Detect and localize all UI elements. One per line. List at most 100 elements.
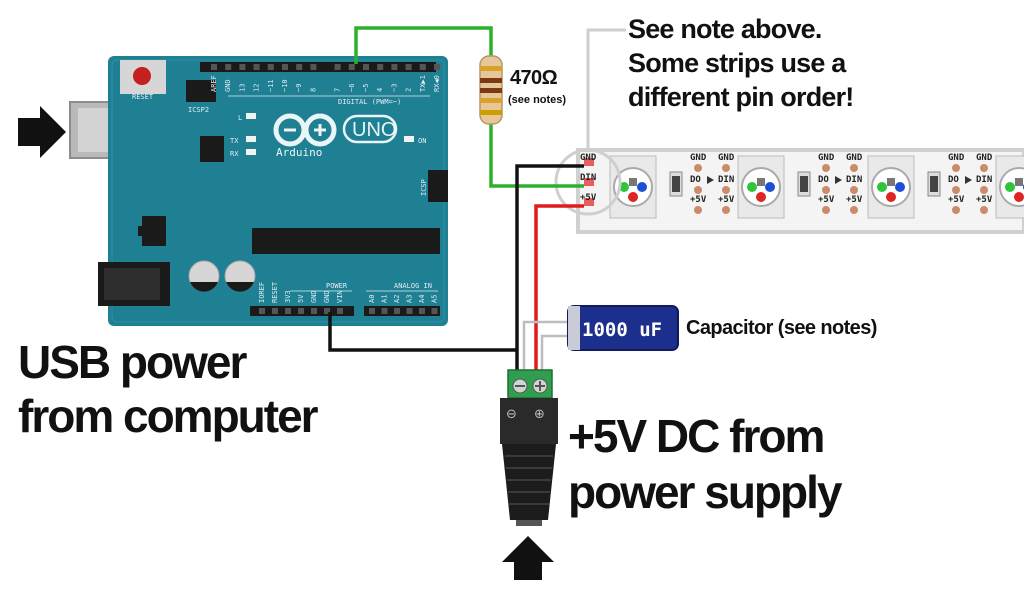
blue-led-die <box>637 182 647 192</box>
digital-pin-label: 2 <box>405 88 413 92</box>
solder-pad <box>850 164 858 172</box>
solder-pad <box>694 206 702 214</box>
note-leader-line <box>586 28 626 150</box>
analog-header <box>364 306 440 316</box>
strip-pad-label: GND <box>976 153 993 163</box>
resistor <box>479 55 503 125</box>
led-l <box>246 113 256 119</box>
analog-pin-label: A3 <box>406 295 414 303</box>
icsp-label: ICSP <box>420 179 428 196</box>
strip-pad-label: DIN <box>718 175 734 185</box>
digital-pin-label: ~9 <box>295 84 303 92</box>
power-wire <box>534 204 584 372</box>
led-l-label: L <box>238 114 242 122</box>
digital-pin-hole <box>334 64 341 70</box>
strip-pad-label: DO <box>690 175 701 185</box>
strip-pad-label: +5V <box>948 195 965 205</box>
digital-pin-label: 13 <box>238 84 246 92</box>
strip-pad-label: +5V <box>718 195 735 205</box>
solder-pad <box>722 164 730 172</box>
solder-pad <box>952 206 960 214</box>
digital-pin-hole <box>419 64 426 70</box>
strip-pin-din: DIN <box>580 173 596 183</box>
digital-pin-label: ~11 <box>267 79 275 92</box>
strip-pad-label: GND <box>818 153 835 163</box>
svg-text:UNO: UNO <box>352 119 396 141</box>
digital-header-label: DIGITAL (PWM=~) <box>338 98 401 106</box>
strip-pad-label: DO <box>948 175 959 185</box>
svg-text:Arduino: Arduino <box>276 146 322 159</box>
reset-button[interactable] <box>133 67 151 85</box>
strip-pad-label: DO <box>818 175 829 185</box>
arrow-icon <box>707 176 714 184</box>
power-pin-label: 5V <box>297 294 305 303</box>
capacitor-lead-plus <box>540 334 570 370</box>
digital-pin-label: 12 <box>253 84 261 92</box>
power-pin-label: VIN <box>336 290 344 303</box>
analog-pin-hole <box>394 308 400 314</box>
led-strip: GND DIN +5V GND GND DO DIN +5V +5V GND GND DO DIN… <box>554 148 1024 234</box>
solder-pad <box>722 186 730 194</box>
green-led-die <box>619 182 629 192</box>
analog-header-label: ANALOG IN <box>394 282 432 290</box>
strip-pin-gnd: GND <box>580 153 597 163</box>
analog-pin-hole <box>419 308 425 314</box>
reset-label: RESET <box>132 93 154 101</box>
digital-pin-hole <box>310 64 317 70</box>
digital-pin-label: RX◀0 <box>433 75 441 92</box>
digital-pin-hole <box>405 64 412 70</box>
strip-pad-label: GND <box>846 153 863 163</box>
analog-pin-hole <box>406 308 413 314</box>
arrow-icon <box>835 176 842 184</box>
led-tx <box>246 136 256 142</box>
solder-pad <box>850 206 858 214</box>
digital-pin-label: ~3 <box>390 84 398 92</box>
led-rx <box>246 149 256 155</box>
power-pin-hole <box>272 308 278 314</box>
led-unit <box>995 155 1024 219</box>
power-supply-arrow-icon <box>502 536 554 580</box>
analog-pin-label: A4 <box>418 295 426 303</box>
solder-pad <box>952 164 960 172</box>
power-pin-hole <box>259 308 265 314</box>
strip-pad-label: DIN <box>846 175 862 185</box>
usb-arrow-icon <box>18 106 66 158</box>
digital-pin-label: ~5 <box>362 84 370 92</box>
strip-pin-5v: +5V <box>580 193 597 203</box>
dc-jack-adapter: ⊖ ⊕ <box>500 369 558 526</box>
plus-icon: ⊕ <box>534 407 545 422</box>
data-wire <box>354 26 493 64</box>
digital-pin-hole <box>348 64 355 70</box>
analog-pin-hole <box>369 308 375 314</box>
digital-pin-hole <box>225 64 232 70</box>
power-pin-hole <box>298 308 304 314</box>
digital-pin-hole <box>239 64 246 70</box>
uno-badge <box>342 114 398 144</box>
digital-pin-hole <box>363 64 369 70</box>
power-pin-label: IOREF <box>258 282 266 303</box>
digital-pin-label: 4 <box>376 88 384 92</box>
strip-pad-label: GND <box>948 153 965 163</box>
note-line3: different pin order! <box>628 82 854 112</box>
strip-pad-label: +5V <box>818 195 835 205</box>
psu-label-line2: power supply <box>568 466 843 518</box>
digital-pin-hole <box>377 64 384 70</box>
digital-pin-hole <box>282 64 288 70</box>
solder-pad <box>980 206 988 214</box>
solder-pad <box>822 164 830 172</box>
digital-pin-label: 8 <box>309 88 317 92</box>
analog-pin-hole <box>431 308 438 314</box>
digital-pin-label: TX▶1 <box>419 75 427 92</box>
digital-pin-hole <box>434 64 440 70</box>
voltage-regulator <box>142 216 166 246</box>
strip-pad-label: GND <box>718 153 735 163</box>
digital-header <box>200 62 436 72</box>
usb-chip <box>200 136 224 162</box>
green-led-die <box>747 182 757 192</box>
